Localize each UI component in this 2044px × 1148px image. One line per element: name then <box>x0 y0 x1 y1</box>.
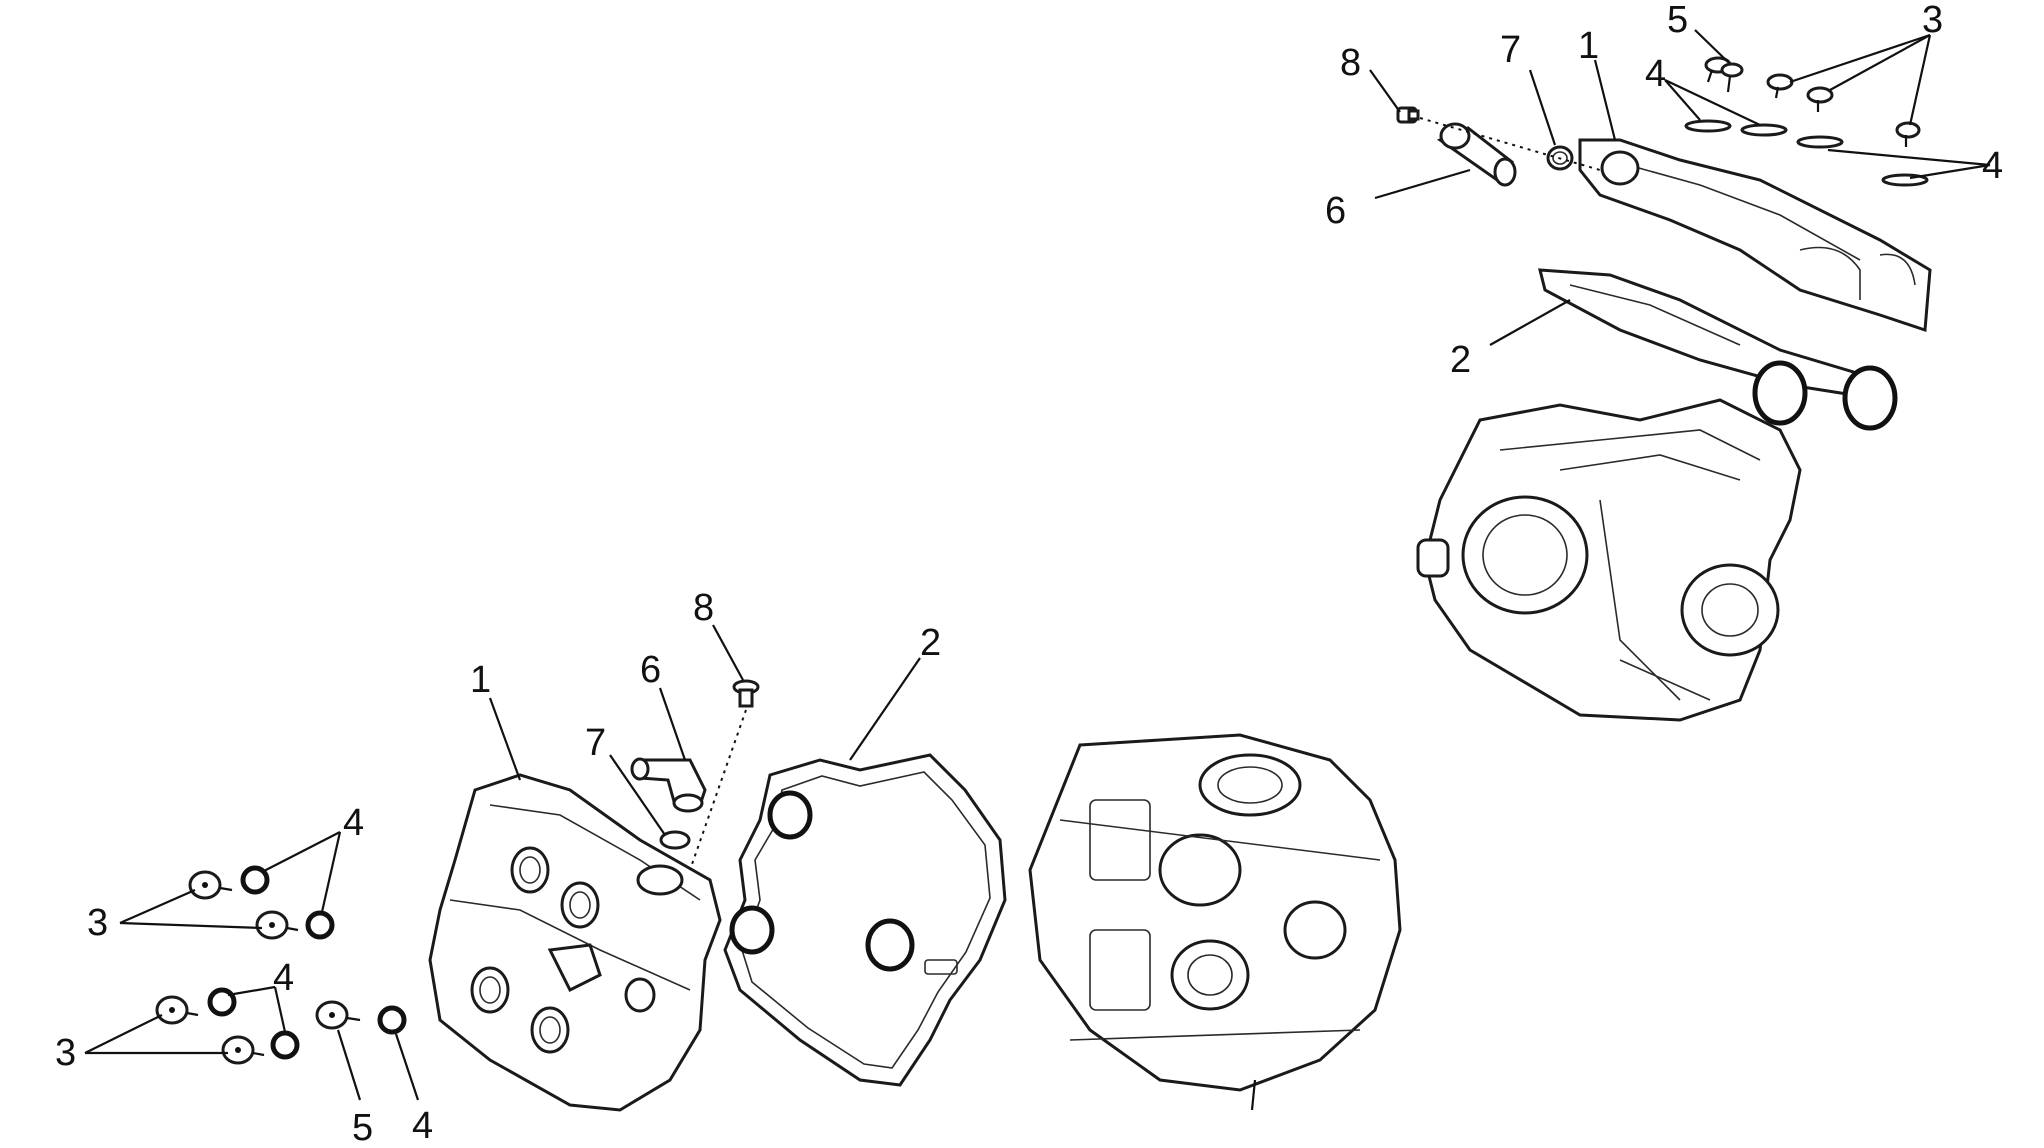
callout-front-3a: 3 <box>87 902 108 944</box>
callout-front-4c: 4 <box>412 1105 433 1143</box>
callout-rear-5: 5 <box>1667 0 1688 41</box>
rear-valve-cover-gasket <box>1538 268 1898 431</box>
front-breather-elbow <box>630 757 707 813</box>
callout-rear-1: 1 <box>1578 25 1599 67</box>
front-washer <box>240 865 270 895</box>
callout-front-7: 7 <box>585 722 606 764</box>
callout-front-8: 8 <box>693 587 714 629</box>
rear-breather-screw <box>1396 106 1420 124</box>
callout-rear-2: 2 <box>1450 339 1471 381</box>
front-leader-lines <box>84 624 921 1101</box>
callout-front-2: 2 <box>920 622 941 664</box>
callout-front-3b: 3 <box>55 1032 76 1074</box>
rear-breather-elbow <box>1436 122 1517 187</box>
front-valve-cover-gasket <box>723 753 1007 1087</box>
callout-rear-6: 6 <box>1325 190 1346 232</box>
front-washer <box>207 987 237 1017</box>
rear-bolt <box>1766 73 1794 99</box>
callout-rear-4b: 4 <box>1982 145 2003 187</box>
callout-front-1: 1 <box>470 659 491 701</box>
front-valve-cover <box>428 773 722 1112</box>
front-bolt <box>155 995 199 1025</box>
front-bolt <box>255 910 299 940</box>
front-washer <box>270 1030 300 1060</box>
callout-rear-8: 8 <box>1340 42 1361 84</box>
callout-labels: 8 7 1 5 3 4 4 6 2 8 6 2 1 7 4 3 4 3 5 4 <box>55 0 2003 1148</box>
rear-bolt <box>1895 121 1921 147</box>
front-special-screw <box>315 1000 361 1030</box>
rear-bolt <box>1806 86 1834 112</box>
front-bolt <box>221 1035 265 1065</box>
rear-washer <box>1796 135 1844 149</box>
front-washer <box>305 910 335 940</box>
callout-front-6: 6 <box>640 649 661 691</box>
front-cylinder-head <box>1028 733 1402 1111</box>
callout-front-5: 5 <box>352 1107 373 1143</box>
rear-valve-cover <box>1578 138 1932 333</box>
front-bolt <box>188 870 233 900</box>
front-washer <box>377 1005 407 1035</box>
callout-rear-4a: 4 <box>1645 53 1666 95</box>
callout-rear-7: 7 <box>1500 29 1521 71</box>
rear-leader-lines <box>1369 29 1991 346</box>
callout-front-4b: 4 <box>273 957 294 999</box>
callout-front-4a: 4 <box>343 802 364 844</box>
rear-washer <box>1684 119 1732 133</box>
rear-o-ring-inner <box>1552 151 1568 165</box>
callout-rear-3: 3 <box>1922 0 1943 41</box>
front-o-ring <box>659 830 691 850</box>
front-breather-screw <box>732 679 760 708</box>
rear-special-screw <box>1720 62 1744 93</box>
rear-washer <box>1740 123 1788 137</box>
rear-cylinder-head <box>1416 398 1802 722</box>
